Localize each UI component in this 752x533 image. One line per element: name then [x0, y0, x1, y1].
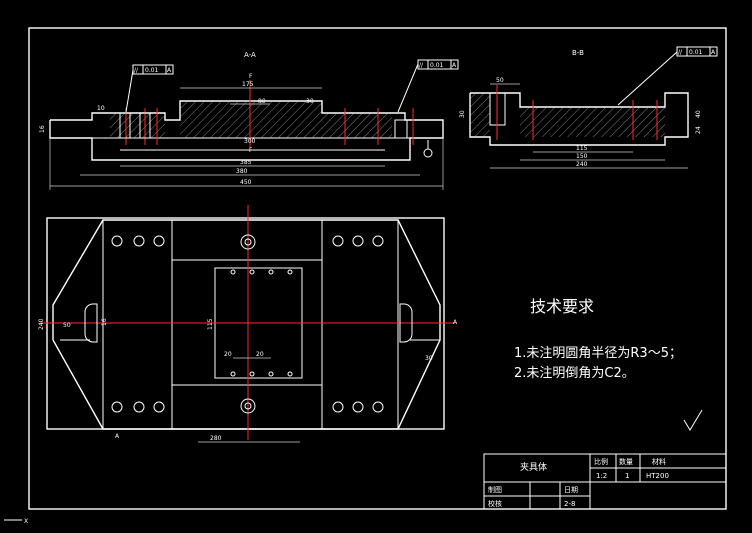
svg-text:0.01: 0.01 [689, 49, 703, 56]
svg-text:50: 50 [63, 322, 71, 329]
svg-text:50: 50 [496, 77, 504, 84]
svg-text:150: 150 [576, 153, 588, 160]
scale-value: 1:2 [596, 472, 607, 480]
title-block: 夹具体 比例 数量 材料 1:2 1 HT200 制图 校核 日期 2-8 [483, 453, 727, 510]
tolerance-frame-mid: // 0.01 A [397, 59, 459, 113]
svg-text:280: 280 [210, 435, 222, 442]
scale-label: 比例 [594, 457, 608, 466]
drawing-border [28, 27, 727, 510]
svg-text:30: 30 [306, 98, 314, 105]
svg-text:20: 20 [256, 351, 264, 358]
svg-text:30: 30 [425, 355, 433, 362]
section-b-b-label: B-B [572, 49, 584, 57]
svg-text:450: 450 [240, 179, 252, 186]
svg-text://: // [678, 49, 683, 56]
plan-view: 240 50 16 115 20 20 30 280 A A [38, 205, 458, 443]
svg-text:A: A [452, 62, 457, 69]
material-value: HT200 [646, 472, 669, 480]
section-a-a-label: A-A [244, 51, 256, 59]
svg-text:0.01: 0.01 [145, 67, 159, 74]
qty-label: 数量 [619, 457, 633, 466]
part-name: 夹具体 [520, 461, 547, 473]
svg-text:0.01: 0.01 [430, 62, 444, 69]
roughness-symbol [683, 409, 703, 431]
svg-text:A: A [711, 49, 716, 56]
ucs-axis-icon: X [4, 518, 28, 525]
svg-text:16: 16 [101, 318, 108, 326]
svg-text:10: 10 [97, 105, 105, 112]
svg-text:A: A [115, 433, 120, 440]
checked-label: 校核 [488, 499, 502, 508]
svg-text:380: 380 [236, 168, 248, 175]
svg-text:300: 300 [244, 138, 256, 145]
tolerance-frame-left: // 0.01 A [125, 64, 174, 113]
svg-text:20: 20 [224, 351, 232, 358]
svg-text:X: X [24, 518, 28, 525]
technical-requirements: 技术要求 1.未注明圆角半径为R3～5； 2.未注明倒角为C2。 [514, 297, 682, 381]
svg-text:F: F [249, 147, 253, 154]
svg-text://: // [134, 67, 139, 74]
section-a-a-view: A-A 175 80 30 300 385 380 450 [39, 51, 459, 190]
svg-text:240: 240 [38, 318, 45, 330]
material-label: 材料 [652, 457, 666, 466]
svg-text:A: A [167, 67, 172, 74]
svg-text:A: A [453, 319, 458, 326]
svg-text:175: 175 [242, 81, 254, 88]
svg-text:16: 16 [39, 125, 46, 133]
notes-item-1: 1.未注明圆角半径为R3～5； [514, 346, 682, 361]
svg-text:24: 24 [695, 126, 702, 134]
svg-text:80: 80 [258, 98, 266, 105]
svg-text:40: 40 [695, 110, 702, 118]
section-b-b-view: B-B 50 115 150 240 30 40 24 // 0.01 A [459, 46, 718, 169]
svg-text://: // [419, 62, 424, 69]
svg-text:F: F [249, 73, 253, 80]
svg-text:240: 240 [576, 161, 588, 168]
drawn-label: 制图 [488, 485, 502, 494]
sheet-number: 2-8 [564, 500, 575, 508]
tolerance-frame-right: // 0.01 A [617, 46, 718, 106]
qty-value: 1 [625, 472, 629, 480]
svg-text:115: 115 [207, 318, 214, 330]
notes-title: 技术要求 [530, 297, 594, 316]
notes-item-2: 2.未注明倒角为C2。 [514, 366, 635, 381]
date-label: 日期 [564, 486, 578, 494]
svg-text:115: 115 [576, 145, 588, 152]
svg-text:385: 385 [240, 159, 252, 166]
svg-text:30: 30 [459, 110, 466, 118]
hole-pattern [111, 234, 384, 414]
